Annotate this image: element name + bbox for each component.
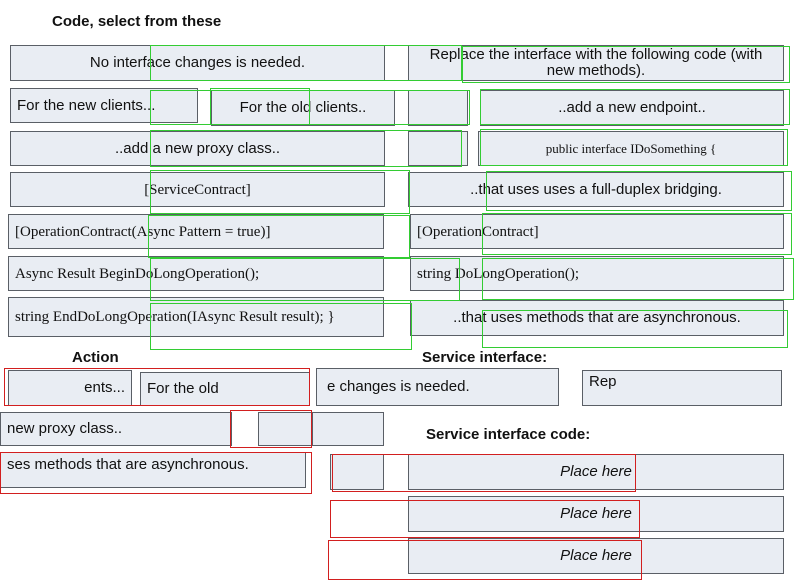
empty-slot: [330, 454, 384, 490]
empty-slot: [258, 412, 312, 446]
option-begin-operation[interactable]: Async Result BeginDoLongOperation();: [8, 256, 384, 291]
drop-target-place-here-1[interactable]: Place here: [408, 454, 784, 490]
code-heading: Code, select from these: [52, 13, 222, 30]
option-add-endpoint[interactable]: ..add a new endpoint..: [480, 90, 784, 126]
drop-target-place-here-3[interactable]: Place here: [408, 538, 784, 574]
option-old-clients[interactable]: For the old clients..: [211, 90, 395, 126]
action-async-methods-fragment[interactable]: ses methods that are asynchronous.: [0, 452, 306, 488]
option-operation-contract-async[interactable]: [OperationContract(Async Pattern = true)…: [8, 214, 384, 249]
service-interface-code-heading: Service interface code:: [426, 426, 591, 443]
action-old-clients-fragment[interactable]: For the old: [140, 372, 310, 406]
action-no-change-fragment[interactable]: e changes is needed.: [316, 368, 559, 406]
option-replace-interface[interactable]: Replace the interface with the following…: [408, 45, 784, 81]
option-full-duplex[interactable]: ..that uses uses a full-duplex bridging.: [408, 172, 784, 207]
action-replace-fragment[interactable]: Rep: [582, 370, 782, 406]
drop-target-place-here-2[interactable]: Place here: [408, 496, 784, 532]
option-new-clients[interactable]: For the new clients...: [10, 88, 198, 123]
option-public-interface[interactable]: public interface IDoSomething {: [478, 131, 784, 166]
action-add-proxy-fragment[interactable]: new proxy class..: [0, 412, 232, 446]
option-do-operation[interactable]: string DoLongOperation();: [410, 256, 784, 291]
empty-slot: [312, 412, 384, 446]
service-interface-heading: Service interface:: [422, 349, 548, 366]
action-new-clients-fragment[interactable]: ents...: [8, 370, 132, 406]
option-async-methods[interactable]: ..that uses methods that are asynchronou…: [410, 300, 784, 336]
option-service-contract[interactable]: [ServiceContract]: [10, 172, 385, 207]
action-heading: Action: [72, 349, 119, 366]
option-add-proxy[interactable]: ..add a new proxy class..: [10, 131, 385, 166]
option-operation-contract[interactable]: [OperationContract]: [410, 214, 784, 249]
empty-slot: [408, 90, 468, 126]
empty-slot: [408, 131, 468, 166]
option-end-operation[interactable]: string EndDoLongOperation(IAsync Result …: [8, 297, 384, 337]
option-no-change[interactable]: No interface changes is needed.: [10, 45, 385, 81]
